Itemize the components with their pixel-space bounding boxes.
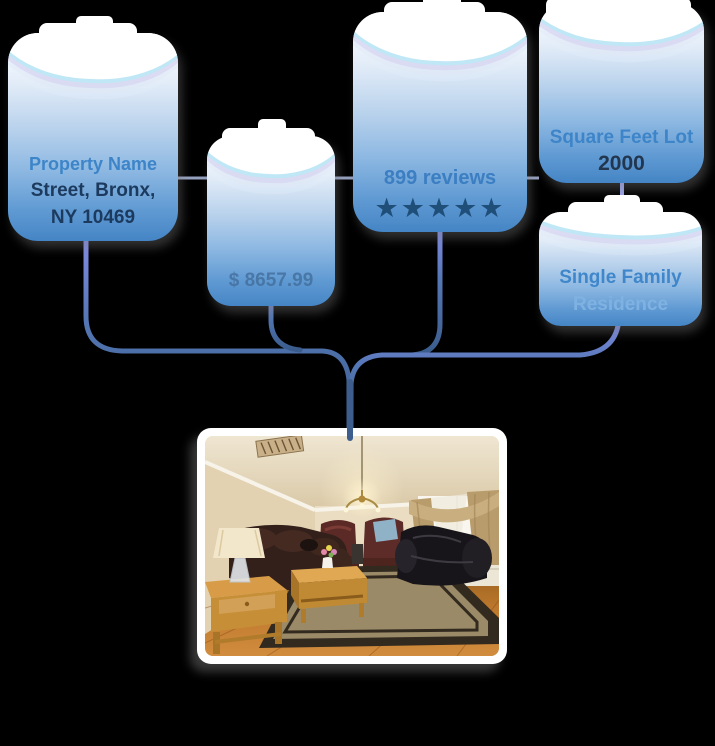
crown-molding-left bbox=[205, 460, 316, 512]
sofa-pillow bbox=[300, 539, 318, 551]
ceiling-vent bbox=[255, 436, 305, 458]
cloud-wave bbox=[539, 3, 704, 48]
link-type-to-photo bbox=[348, 307, 622, 436]
reviews-count-label: 899 reviews bbox=[383, 167, 497, 189]
cloud-wave bbox=[8, 33, 178, 84]
residence-type-line1: Single Family bbox=[559, 267, 682, 288]
link-reviews-to-rail bbox=[381, 215, 443, 358]
stem-tip bbox=[347, 427, 353, 441]
end-table-top bbox=[205, 576, 287, 598]
node-price: $ 8657.99 bbox=[207, 119, 335, 306]
flower-vase bbox=[322, 557, 333, 568]
node-residence-type: Single Family Residence bbox=[539, 195, 702, 326]
property-name-label: Property Name bbox=[28, 154, 158, 174]
price-value: $ 8657.99 bbox=[228, 270, 314, 291]
property-address-line2: NY 10469 bbox=[50, 207, 136, 228]
loveseat bbox=[397, 525, 487, 586]
node-reviews: 899 reviews ★★★★★ bbox=[353, 0, 527, 232]
node-square-feet-lot: Square Feet Lot 2000 bbox=[539, 0, 704, 183]
blue-throw bbox=[373, 519, 398, 542]
side-table bbox=[352, 544, 363, 564]
lot-value: 2000 bbox=[598, 152, 645, 175]
link-property-to-photo bbox=[83, 223, 352, 436]
cloud-wave bbox=[539, 212, 702, 240]
living-room-photo bbox=[205, 436, 499, 656]
five-star-rating-icons: ★★★★★ bbox=[374, 193, 506, 224]
cloud-wave bbox=[353, 12, 527, 66]
cloud-wave bbox=[207, 136, 335, 177]
property-photo-frame bbox=[197, 428, 507, 664]
link-price-to-rail bbox=[268, 283, 303, 353]
lot-label: Square Feet Lot bbox=[549, 127, 694, 148]
node-property-name: Property Name Street, Bronx, NY 10469 bbox=[8, 16, 178, 241]
coffee-table-top bbox=[291, 566, 367, 583]
property-address-line1: Street, Bronx, bbox=[30, 180, 156, 201]
curtain-swag bbox=[409, 492, 499, 523]
lamp-shade bbox=[213, 528, 265, 558]
residence-type-line2: Residence bbox=[572, 294, 669, 315]
